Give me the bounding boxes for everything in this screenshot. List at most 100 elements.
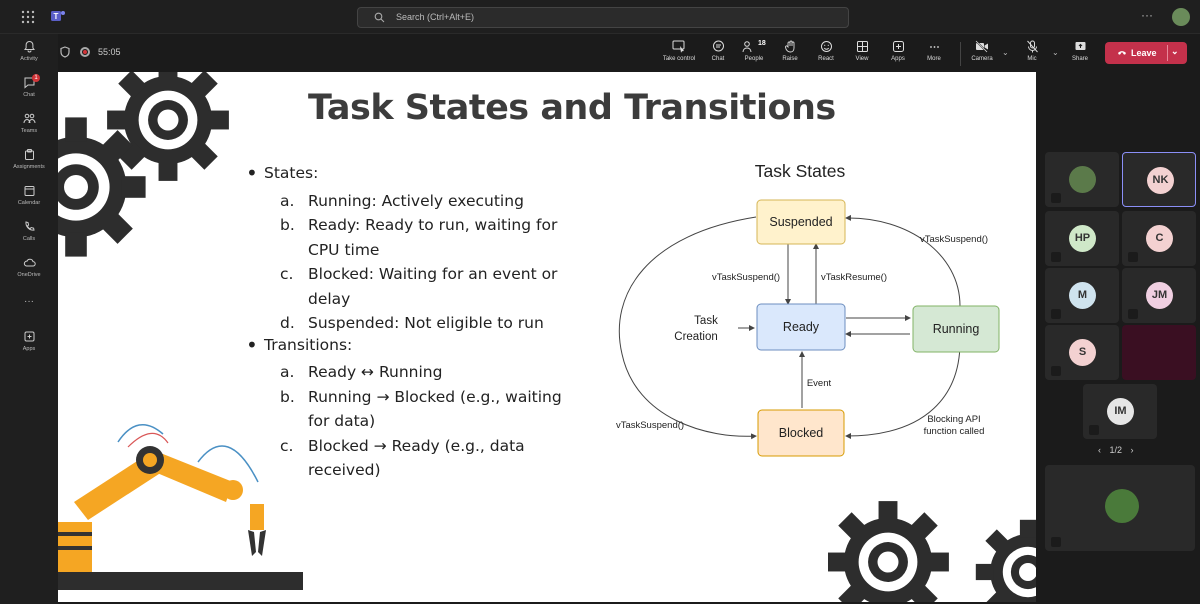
avatar: C <box>1146 225 1173 252</box>
avatar: NK <box>1147 167 1174 194</box>
people-button[interactable]: 18 People <box>734 38 774 68</box>
camera-options-chevron-icon[interactable]: ⌄ <box>1002 48 1009 57</box>
more-icon <box>929 46 939 48</box>
gallery-pager[interactable]: ‹ 1/2 › <box>1098 445 1134 455</box>
rail-item-onedrive[interactable]: OneDrive <box>0 254 58 290</box>
user-avatar[interactable] <box>1172 8 1190 26</box>
state-blocked <box>757 409 845 457</box>
leave-options-chevron-icon[interactable]: ⌄ <box>1171 46 1179 56</box>
toolbar-divider <box>960 42 961 66</box>
rail-item-calendar[interactable]: Calendar <box>0 182 58 218</box>
bullet-sub-item: c.Blocked → Ready (e.g., data received) <box>280 436 525 480</box>
participant-tile-nk[interactable]: NK <box>1122 152 1196 207</box>
phone-icon <box>24 221 35 231</box>
cloud-icon <box>23 258 36 267</box>
label-vtaskresume: vTaskResume() <box>821 272 887 283</box>
state-suspended <box>756 199 846 245</box>
rail-item-apps[interactable]: Apps <box>0 328 58 364</box>
camera-off-icon <box>975 40 988 53</box>
people-count: 18 <box>758 40 766 47</box>
rail-label: Teams <box>20 128 38 134</box>
rail-item-activity[interactable]: Activity <box>0 38 58 74</box>
label-event: Event <box>807 378 832 389</box>
muted-icon <box>1051 193 1061 203</box>
more-button[interactable]: More <box>914 38 954 68</box>
view-button[interactable]: View <box>842 38 882 68</box>
rail-label: OneDrive <box>17 272 41 278</box>
state-running-label: Running <box>933 322 980 336</box>
rail-item-assignments[interactable]: Assignments <box>0 146 58 182</box>
participant-tile-m[interactable]: M <box>1045 268 1119 323</box>
muted-icon <box>1051 309 1061 319</box>
app-launcher-icon[interactable] <box>20 9 36 25</box>
people-icon <box>742 41 752 53</box>
chat-icon <box>712 40 724 52</box>
raise-hand-button[interactable]: Raise <box>770 38 810 68</box>
take-control-button[interactable]: Take control <box>656 38 702 68</box>
bullet-sub-item: b.Ready: Ready to run, waiting for CPU t… <box>280 216 558 259</box>
share-icon <box>1075 42 1085 50</box>
more-options-icon[interactable]: ··· <box>1141 8 1153 22</box>
rail-item-chat[interactable]: 1 Chat <box>0 74 58 110</box>
hang-up-icon <box>1118 51 1126 55</box>
pager-label: 1/2 <box>1109 445 1123 455</box>
mic-button[interactable]: Mic <box>1012 38 1052 68</box>
muted-icon <box>1089 425 1099 435</box>
camera-button[interactable]: Camera <box>962 38 1002 68</box>
robot-arm-decoration-icon <box>58 424 303 590</box>
bullet-sub-item: c.Blocked: Waiting for an event or delay <box>280 265 558 308</box>
share-button[interactable]: Share <box>1060 38 1100 68</box>
rail-label: Chat <box>23 92 35 98</box>
avatar <box>1069 166 1096 193</box>
avatar: JM <box>1146 282 1173 309</box>
calendar-icon <box>24 186 34 196</box>
rail-item-teams[interactable]: Teams <box>0 110 58 146</box>
label-task: Task <box>694 315 718 327</box>
bell-icon <box>23 40 35 53</box>
label-creation: Creation <box>674 331 717 343</box>
participant-tile-video-dark[interactable] <box>1122 325 1196 380</box>
svg-text:T: T <box>54 12 59 21</box>
bullet-sub-item: b.Running → Blocked (e.g., waiting for d… <box>280 387 562 431</box>
muted-icon <box>1051 537 1061 547</box>
participant-tile-c[interactable]: C <box>1122 211 1196 266</box>
rail-label: Assignments <box>13 164 45 170</box>
mic-options-chevron-icon[interactable]: ⌄ <box>1052 48 1059 57</box>
participant-tile-video[interactable] <box>1045 152 1119 207</box>
apps-button[interactable]: Apps <box>878 38 918 68</box>
avatar: IM <box>1107 398 1134 425</box>
app-rail: Activity 1 Chat Teams Assignments Calend… <box>0 34 58 604</box>
muted-icon <box>1051 252 1061 262</box>
search-input[interactable]: Search (Ctrl+Alt+E) <box>357 7 849 28</box>
more-icon: ··· <box>24 296 34 307</box>
mic-off-icon <box>1026 40 1038 53</box>
label-function-called: function called <box>924 426 985 437</box>
teams-logo-icon: T <box>51 11 65 21</box>
muted-icon <box>1051 366 1061 376</box>
avatar <box>1105 489 1139 523</box>
participant-tile-jm[interactable]: JM <box>1122 268 1196 323</box>
muted-icon <box>1128 252 1138 262</box>
chevron-right-icon[interactable]: › <box>1130 445 1134 455</box>
shield-icon <box>60 46 70 58</box>
participant-tile-hp[interactable]: HP <box>1045 211 1119 266</box>
bullet-sub-item: a.Ready ↔ Running <box>280 363 443 381</box>
participant-tile-im[interactable]: IM <box>1083 384 1157 439</box>
react-button[interactable]: React <box>806 38 846 68</box>
participant-tile-s[interactable]: S <box>1045 325 1119 380</box>
leave-button[interactable]: Leave ⌄ <box>1105 42 1187 64</box>
participant-gallery: NK HP C M JM S IM ‹ 1/2 › <box>1038 145 1200 604</box>
chevron-left-icon[interactable]: ‹ <box>1098 445 1101 455</box>
avatar: M <box>1069 282 1096 309</box>
search-placeholder: Search (Ctrl+Alt+E) <box>396 12 475 22</box>
label-vtasksuspend-inner: vTaskSuspend() <box>712 272 780 283</box>
rail-item-calls[interactable]: Calls <box>0 218 58 254</box>
bullet-sub-item: d.Suspended: Not eligible to run <box>280 314 544 332</box>
gear-decoration-icon <box>58 72 229 257</box>
meeting-timer: 55:05 <box>98 47 121 57</box>
rail-label: Calendar <box>17 200 41 206</box>
label-vtasksuspend-bottom: vTaskSuspend() <box>616 420 684 431</box>
self-video-tile[interactable] <box>1045 465 1195 551</box>
rail-item-more[interactable]: ··· <box>0 296 58 332</box>
chat-button[interactable]: Chat <box>698 38 738 68</box>
